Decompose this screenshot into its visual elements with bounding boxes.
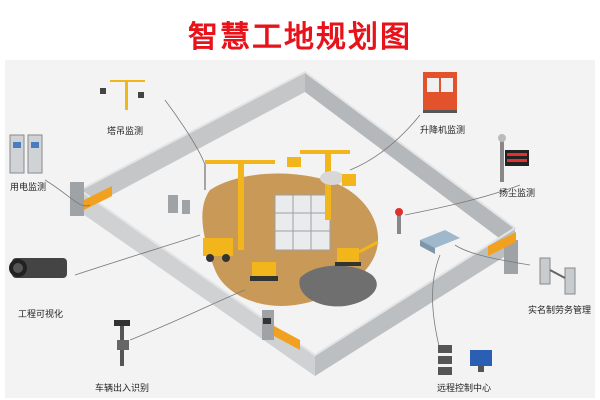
camera-site-bottom <box>263 318 271 324</box>
forklift <box>287 157 301 167</box>
gate-right <box>488 232 518 274</box>
dust-sensor-site <box>395 208 403 234</box>
enclosure-wall <box>79 70 517 376</box>
electric-cabinet-site <box>168 195 190 214</box>
gate-left <box>70 182 112 216</box>
mixer-truck <box>320 171 356 186</box>
tower-crane-site <box>204 160 275 250</box>
label-control: 远程控制中心 <box>437 384 492 394</box>
connector-lines <box>44 99 531 351</box>
label-realname: 实名制劳务管理 <box>528 306 592 316</box>
hoist-tower-site <box>300 150 350 220</box>
power-cabinet-icon <box>9 134 43 174</box>
label-dust: 扬尘监测 <box>499 189 536 199</box>
hoist-icon <box>423 72 457 113</box>
excavation-pit <box>299 265 377 307</box>
tower-crane-icon <box>100 80 145 110</box>
turnstile-icon <box>539 257 576 295</box>
label-hoist: 升降机监测 <box>420 126 466 136</box>
gate-bottom <box>262 310 300 350</box>
control-center-icon <box>438 345 492 375</box>
dump-truck <box>203 238 233 262</box>
label-video: 工程可视化 <box>18 310 64 320</box>
excavator <box>335 240 379 266</box>
network-switch-site <box>420 230 460 254</box>
dust-monitor-icon <box>498 134 529 182</box>
plate-recognition-icon <box>114 320 130 366</box>
page-title: 智慧工地规划图 <box>188 20 412 55</box>
label-power: 用电监测 <box>10 183 47 193</box>
building-frame <box>274 194 331 251</box>
bulldozer <box>250 262 278 281</box>
surveillance-camera-icon <box>9 258 67 278</box>
label-tower-crane: 塔吊监测 <box>107 127 144 137</box>
label-vehicle: 车辆出入识别 <box>95 384 150 394</box>
